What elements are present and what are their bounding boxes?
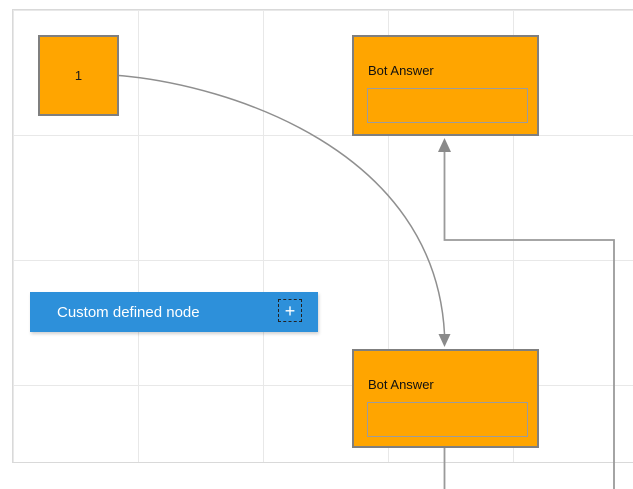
node-title: Bot Answer [368, 63, 434, 78]
node-text-field[interactable] [367, 402, 528, 437]
node-text-field[interactable] [367, 88, 528, 123]
connector-orthogonal-arrowhead [438, 138, 451, 152]
node-1-label: 1 [74, 68, 83, 83]
add-port-button[interactable]: + [278, 299, 302, 322]
custom-node-label: Custom defined node [57, 303, 200, 321]
connector-curve[interactable] [118, 74, 446, 335]
node-bot-answer-top[interactable]: Bot Answer [352, 35, 539, 136]
connector-orthogonal[interactable] [443, 152, 615, 489]
add-icon: + [284, 300, 296, 321]
node-bot-answer-bottom[interactable]: Bot Answer [352, 349, 539, 448]
node-custom-defined[interactable]: Custom defined node + [30, 292, 318, 332]
node-title: Bot Answer [368, 377, 434, 392]
connector-curve-arrowhead [438, 334, 451, 347]
node-1[interactable]: 1 [38, 35, 119, 116]
